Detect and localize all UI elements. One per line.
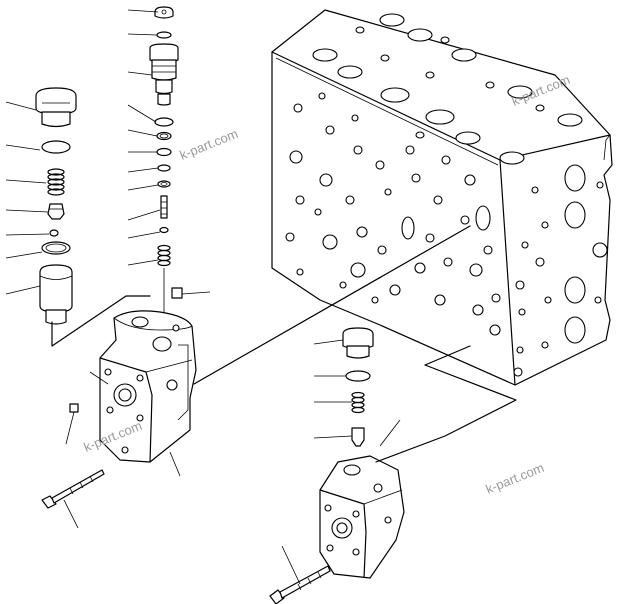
relief-valve-cartridge: [149, 43, 179, 106]
o-ring-top: [156, 31, 172, 39]
cap-top: [154, 6, 174, 19]
long-bolt-right: [269, 545, 331, 604]
ring-b: [156, 131, 172, 141]
piston-pin: [160, 195, 168, 219]
plug-right: [342, 327, 374, 359]
small-plug: [171, 287, 211, 299]
side-face-ports: [513, 164, 608, 377]
watermark-1: k-part.com: [178, 126, 241, 163]
spring-center: [157, 244, 171, 267]
bolt-small-left: [65, 403, 79, 445]
spring-right: [351, 391, 365, 414]
o-ring-left-1: [41, 140, 71, 154]
leader-lines-center: [127, 9, 161, 266]
main-valve-block: [271, 9, 613, 386]
ball-left: [49, 229, 59, 237]
connector-line-right: [424, 345, 471, 366]
o-ring-right: [345, 370, 371, 382]
ring-a: [154, 117, 174, 127]
connector-path-right: [375, 364, 517, 463]
poppet-left: [47, 203, 65, 220]
spring-left: [47, 168, 65, 196]
sleeve-left: [39, 264, 73, 325]
o-ring-left-2: [41, 241, 71, 255]
front-face-ports: [285, 92, 501, 336]
connector-line-left: [51, 295, 151, 347]
top-face-ports: [312, 13, 583, 165]
leader-lines-right: [313, 339, 353, 439]
plug-left: [35, 87, 77, 128]
small-ring: [159, 226, 169, 234]
leader-lines-left: [5, 101, 50, 295]
poppet-right: [351, 427, 365, 447]
long-bolt-left: [41, 469, 105, 529]
left-part-stack: [5, 87, 151, 347]
section-valve-body-left: [65, 225, 471, 477]
section-valve-body-right: [319, 419, 405, 579]
ring-c: [156, 147, 172, 157]
lower-right-stack: [269, 327, 517, 604]
ring-e: [157, 180, 171, 188]
connector-line-center: [193, 225, 471, 385]
ring-d: [157, 164, 171, 172]
center-part-stack: [127, 6, 179, 318]
watermark-4: k-part.com: [484, 460, 547, 497]
